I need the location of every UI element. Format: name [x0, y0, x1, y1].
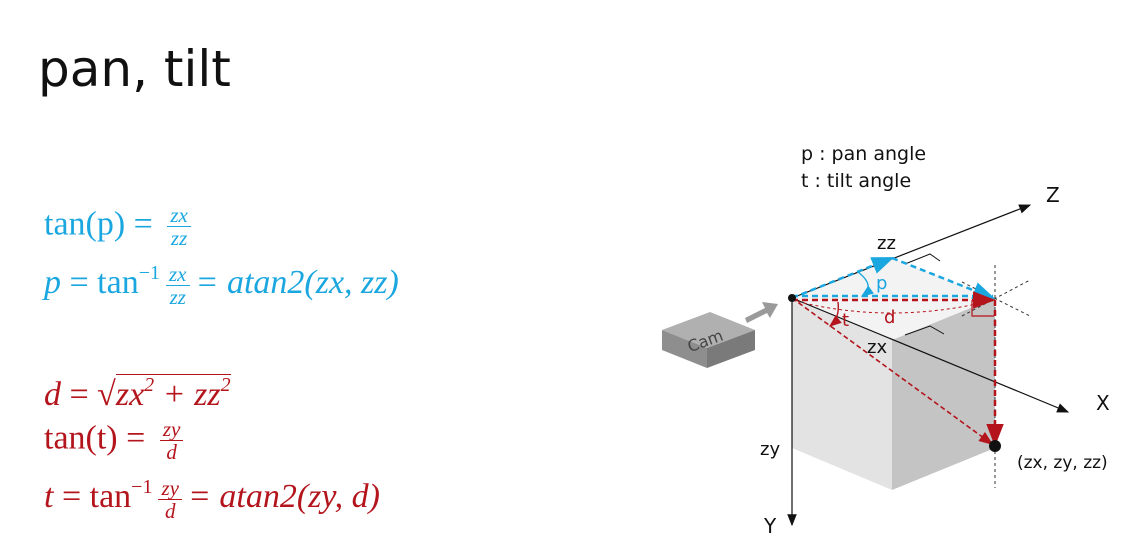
eq2-lhs: p [44, 264, 61, 301]
label-zx: zx [867, 337, 887, 358]
box-left-face [792, 298, 892, 490]
eq4-lhs: tan(t) = [44, 419, 154, 457]
label-zy: zy [760, 439, 780, 460]
eq5-denominator: d [164, 498, 176, 523]
eq3-radicand: zx2 + zz2 [115, 374, 231, 413]
eq2-numerator: zx [166, 263, 190, 286]
vector-zz [791, 256, 895, 300]
right-angle-zz [904, 253, 941, 265]
eq2-sup: −1 [138, 262, 160, 284]
eq2-denominator: zz [169, 284, 186, 309]
label-p: p [876, 273, 887, 294]
page-title: pan, tilt [38, 40, 231, 98]
label-d: d [884, 307, 895, 328]
target-point-label: (zx, zy, zz) [1017, 453, 1108, 473]
eq5-numerator: zy [158, 477, 182, 500]
eq2-rhs: = atan2(zx, zz) [195, 264, 399, 301]
eq3-plus: + [154, 376, 195, 413]
label-t: t [842, 310, 849, 331]
d-arc-guide [791, 299, 995, 314]
eq3-radicand-a: zx [115, 376, 145, 413]
pan-angle-arc [857, 271, 874, 297]
eq1-numerator: zx [167, 204, 191, 227]
eq3-sup-b: 2 [220, 374, 231, 396]
tilt-angle-arc [828, 301, 842, 327]
eq4-denominator: d [166, 440, 177, 464]
axis-z-label: Z [1046, 183, 1060, 207]
axis-x-label: X [1096, 391, 1110, 415]
guide-diag-a [961, 279, 1031, 317]
right-angle-zx [904, 325, 945, 336]
legend-pan: p : pan angle [801, 143, 926, 165]
eq3-op: = √ [61, 376, 116, 413]
eq5-rhs: = atan2(zy, d) [187, 478, 380, 515]
cam-top [662, 312, 755, 348]
eq1-lhs: tan(p) = [44, 205, 162, 243]
origin-point [788, 294, 796, 302]
label-zz: zz [877, 233, 896, 254]
eq1-denominator: zz [170, 226, 188, 250]
eq3-radicand-b: zz [194, 376, 221, 413]
eq3-sup-a: 2 [144, 374, 155, 396]
axis-y-label: Y [763, 514, 777, 538]
eq4-numerator: zy [159, 418, 184, 441]
eq5-op: = tan [53, 478, 132, 515]
eq5-sup: −1 [131, 476, 153, 498]
eq3-lhs: d [44, 376, 61, 413]
legend-tilt: t : tilt angle [801, 170, 911, 192]
target-point [989, 440, 1001, 452]
equation-d: d = √zx2 + zz2 [44, 374, 231, 414]
vector-target [791, 297, 994, 445]
cam-direction-arrow [745, 302, 778, 323]
cam-right [707, 330, 755, 368]
box-right-face [892, 298, 995, 490]
eq2-op: = tan [61, 264, 139, 301]
cam-left [662, 330, 707, 368]
eq5-lhs: t [44, 478, 54, 515]
